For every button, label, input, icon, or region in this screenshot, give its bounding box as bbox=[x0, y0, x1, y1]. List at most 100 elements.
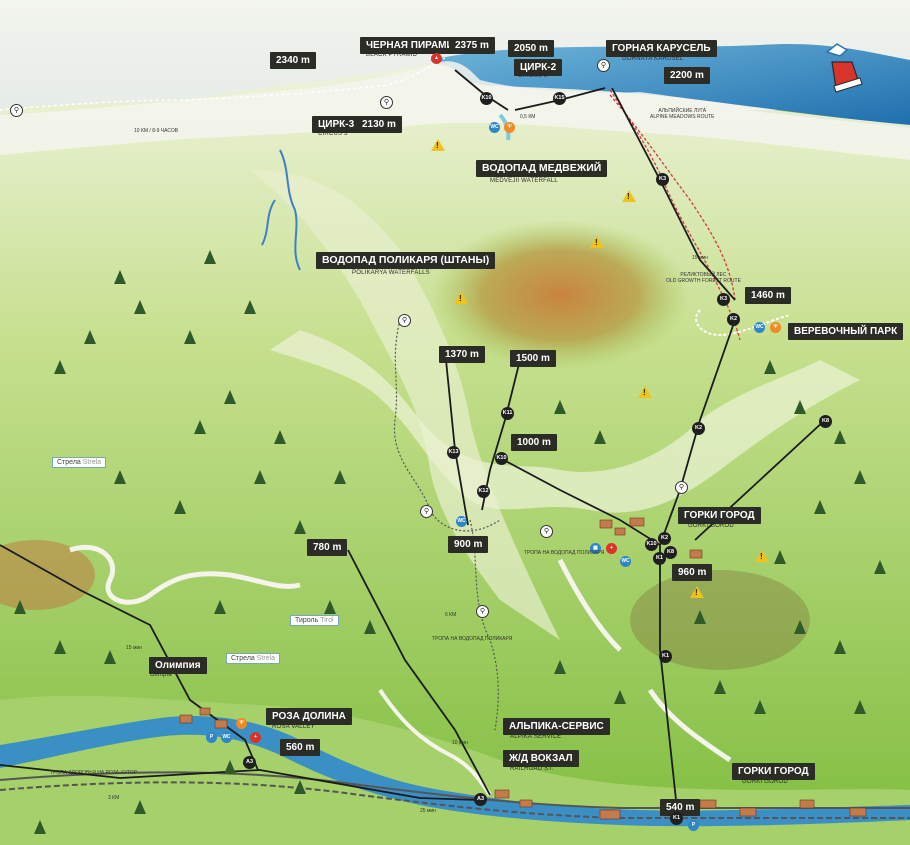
hiker-icon: ⚲ bbox=[380, 96, 393, 109]
lift-tag-tirol: Тироль Tirol bbox=[290, 615, 339, 626]
peak-black-pyramid-subtitle: BLACK PYRAMID bbox=[366, 52, 418, 58]
roza-dolina-subtitle: ROSA VALLEY bbox=[272, 724, 315, 730]
peak-black-pyramid-title: ЧЕРНАЯ ПИРАМИДА bbox=[360, 37, 475, 54]
peak-karusel-subtitle: GORNAYA KARUSEL bbox=[622, 56, 684, 62]
restaurant-icon: Ψ bbox=[504, 122, 515, 133]
wc-icon: WC bbox=[456, 516, 467, 527]
rope-park-label: ВЕРЕВОЧНЫЙ ПАРК bbox=[788, 323, 904, 340]
roza-dolina-title: РОЗА ДОЛИНА bbox=[266, 708, 352, 725]
lift-station-k1-bottom[interactable]: K1 bbox=[670, 812, 683, 825]
altitude-1370: 1370 m bbox=[439, 346, 485, 363]
time-15-upper: 15 мин bbox=[692, 255, 708, 261]
wc-icon: WC bbox=[754, 322, 765, 333]
warning-icon bbox=[690, 586, 704, 598]
summit-pin-icon: ▲ bbox=[431, 53, 442, 64]
altitude-1000: 1000 m bbox=[511, 434, 557, 451]
altitude-2340: 2340 m bbox=[270, 52, 316, 69]
parking-icon: P bbox=[206, 732, 217, 743]
lift-station-k1-mid[interactable]: K1 bbox=[659, 650, 672, 663]
first-aid-icon: + bbox=[250, 732, 261, 743]
trees bbox=[14, 250, 886, 834]
lift-station-k10-mid[interactable]: K10 bbox=[495, 452, 508, 465]
hiker-icon: ⚲ bbox=[540, 525, 553, 538]
gorki-gorod-low-title: ГОРКИ ГОРОД bbox=[732, 763, 815, 780]
peak-karusel-altitude: 2200 m bbox=[664, 67, 710, 84]
warning-icon bbox=[622, 190, 636, 202]
gorki-gorod-low-altitude: 540 m bbox=[660, 799, 701, 816]
first-aid-icon: + bbox=[606, 543, 617, 554]
lift-station-k13[interactable]: K13 bbox=[447, 446, 460, 459]
peak-karusel-title: ГОРНАЯ КАРУСЕЛЬ bbox=[606, 40, 717, 57]
peak-circus3-subtitle: CIRCUS 3 bbox=[318, 131, 348, 137]
alpika-title: АЛЬПИКА-СЕРВИС bbox=[503, 718, 610, 735]
stream bbox=[261, 149, 301, 271]
hiker-icon: ⚲ bbox=[398, 314, 411, 327]
lift-tag-strela-2: Стрела Strela bbox=[226, 653, 281, 664]
waterfall-polikarya-title: ВОДОПАД ПОЛИКАРЯ (ШТАНЫ) bbox=[316, 252, 496, 269]
lift-station-k2-gorod[interactable]: K2 bbox=[658, 532, 671, 545]
railway-title: Ж/Д ВОКЗАЛ bbox=[503, 750, 579, 767]
restaurant-icon: Ψ bbox=[770, 322, 781, 333]
distance-05km: 0,5 КМ bbox=[520, 114, 536, 120]
hiker-icon: ⚲ bbox=[420, 505, 433, 518]
distance-6km: 6 КМ bbox=[445, 612, 457, 618]
lift-station-k2-top[interactable]: K2 bbox=[727, 313, 740, 326]
lift-station-k8-gorod[interactable]: K8 bbox=[664, 546, 677, 559]
river bbox=[0, 716, 910, 827]
lift-station-k2-mid[interactable]: K2 bbox=[692, 422, 705, 435]
restaurant-icon: Ψ bbox=[236, 718, 247, 729]
waterfall-polikarya-subtitle: POLIKARYA WATERFALLS bbox=[352, 270, 430, 276]
lift-station-a3-left[interactable]: A3 bbox=[243, 756, 256, 769]
lift-station-k3-upper[interactable]: K3 bbox=[656, 173, 669, 186]
warning-icon bbox=[454, 292, 468, 304]
ticket-icon: ▦ bbox=[590, 543, 601, 554]
buildings bbox=[179, 517, 867, 820]
peak-circus3-altitude: 2130 m bbox=[356, 116, 402, 133]
parking-icon: P bbox=[688, 820, 699, 831]
alpika-subtitle: ALPIKA SERVICE bbox=[510, 734, 562, 740]
lift-station-k10-top[interactable]: K10 bbox=[480, 92, 493, 105]
railway-subtitle: RAILROAD ST. bbox=[510, 766, 554, 772]
lift-station-k11[interactable]: K11 bbox=[501, 407, 514, 420]
time-15-lower: 15 мин bbox=[126, 645, 142, 651]
lift-station-k12[interactable]: K12 bbox=[477, 485, 490, 498]
peak-circus3-title: ЦИРК-3 bbox=[312, 116, 361, 133]
olimpia-subtitle: Olimpia bbox=[150, 672, 172, 678]
altitude-1500: 1500 m bbox=[510, 350, 556, 367]
lift-station-k1-gorod[interactable]: K1 bbox=[653, 552, 666, 565]
peak-circus2-subtitle: CIRCUS 2 bbox=[518, 73, 548, 79]
peak-black-pyramid-altitude: 2375 m bbox=[449, 37, 495, 54]
distance-3km: 3 КМ bbox=[108, 795, 120, 801]
hiker-icon: ⚲ bbox=[675, 481, 688, 494]
trail-health-note: ТРОПА ЗДОРОВЬЯ НА РОЗА ХУТОР bbox=[50, 770, 138, 776]
gorki-gorod-low-subtitle: GORKI GOROD bbox=[742, 779, 788, 785]
waterfall-medvezhiy-subtitle: MEDVEJII WATERFALL bbox=[490, 178, 558, 184]
wc-icon: WC bbox=[489, 122, 500, 133]
peak-circus2-altitude: 2050 m bbox=[508, 40, 554, 57]
gorki-gorod-altitude: 960 m bbox=[672, 564, 713, 581]
roza-dolina-altitude: 560 m bbox=[280, 739, 321, 756]
trail-ridge-note: 10 КМ / 8-9 ЧАСОВ bbox=[134, 128, 179, 134]
hiker-icon: ⚲ bbox=[597, 59, 610, 72]
lift-station-k15[interactable]: K15 bbox=[553, 92, 566, 105]
time-25: 25 мин bbox=[420, 808, 436, 814]
peak-circus2-title: ЦИРК-2 bbox=[514, 59, 563, 76]
lift-station-k10-gorod[interactable]: K10 bbox=[645, 538, 658, 551]
lift-station-k3[interactable]: K3 bbox=[717, 293, 730, 306]
lift-station-k8-top[interactable]: K8 bbox=[819, 415, 832, 428]
brand-logo-icon bbox=[825, 43, 863, 93]
hiker-icon: ⚲ bbox=[10, 104, 23, 117]
lift-tag-strela-1: Стрела Strela bbox=[52, 457, 107, 468]
warning-icon bbox=[638, 386, 652, 398]
warning-icon bbox=[755, 550, 769, 562]
trail-polikarya-note: ТРОПА НА ВОДОПАД ПОЛИКАРЯ bbox=[432, 636, 513, 642]
lift-station-a3-right[interactable]: A3 bbox=[474, 793, 487, 806]
wc-icon: WC bbox=[620, 556, 631, 567]
warning-icon bbox=[431, 139, 445, 151]
trail-polikarya-upper-note: ТРОПА НА ВОДОПАД ПОЛИКАРЯ bbox=[524, 550, 605, 556]
wc-icon: WC bbox=[221, 732, 232, 743]
